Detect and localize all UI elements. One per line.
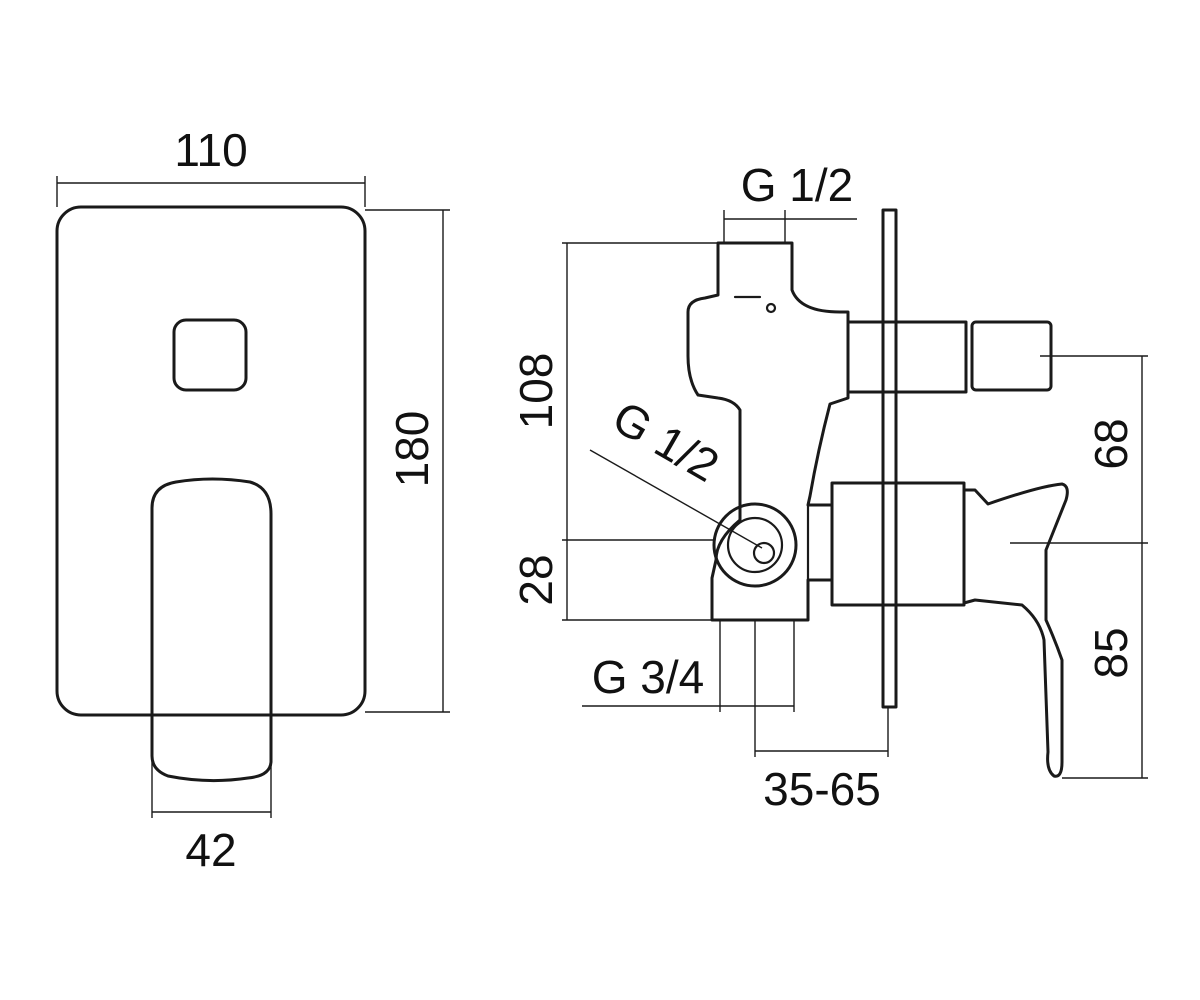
wall-plate bbox=[881, 208, 898, 709]
top-thread-label: G 1/2 bbox=[741, 159, 854, 211]
height-lower-label: 28 bbox=[510, 554, 562, 605]
dimension-right-heights bbox=[1010, 355, 1148, 779]
right-upper-label: 68 bbox=[1085, 418, 1137, 469]
side-thread-leader bbox=[589, 449, 763, 549]
lever-width-label: 42 bbox=[185, 824, 236, 876]
dimension-height bbox=[365, 209, 450, 713]
dimension-top-thread bbox=[723, 210, 857, 243]
side-thread-label: G 1/2 bbox=[604, 390, 727, 491]
cartridge-housing bbox=[830, 481, 966, 607]
right-lower-label: 85 bbox=[1085, 627, 1137, 678]
dimension-bottom-thread bbox=[582, 620, 795, 712]
height-label: 180 bbox=[386, 411, 438, 488]
flow-indicator-icon bbox=[733, 295, 777, 314]
side-outlet-ring bbox=[712, 502, 798, 588]
valve-body bbox=[686, 241, 850, 622]
dimension-width bbox=[56, 176, 366, 207]
diverter-knob bbox=[970, 320, 1053, 392]
bottom-thread-label: G 3/4 bbox=[592, 651, 705, 703]
side-view: G 1/2 108 28 G 1/2 G 3/4 35-65 bbox=[510, 159, 1148, 815]
dimension-depth bbox=[754, 620, 889, 757]
depth-label: 35-65 bbox=[763, 763, 881, 815]
side-lever bbox=[962, 482, 1069, 778]
dimension-lever-width bbox=[151, 730, 272, 818]
diverter-stem bbox=[846, 320, 968, 394]
dimension-left-heights bbox=[562, 242, 718, 621]
front-view: 110 180 42 bbox=[55, 124, 450, 876]
height-upper-label: 108 bbox=[510, 353, 562, 430]
width-label: 110 bbox=[174, 124, 247, 176]
cover-plate bbox=[55, 205, 367, 717]
diverter-button bbox=[172, 318, 248, 392]
mixer-lever bbox=[150, 477, 273, 783]
